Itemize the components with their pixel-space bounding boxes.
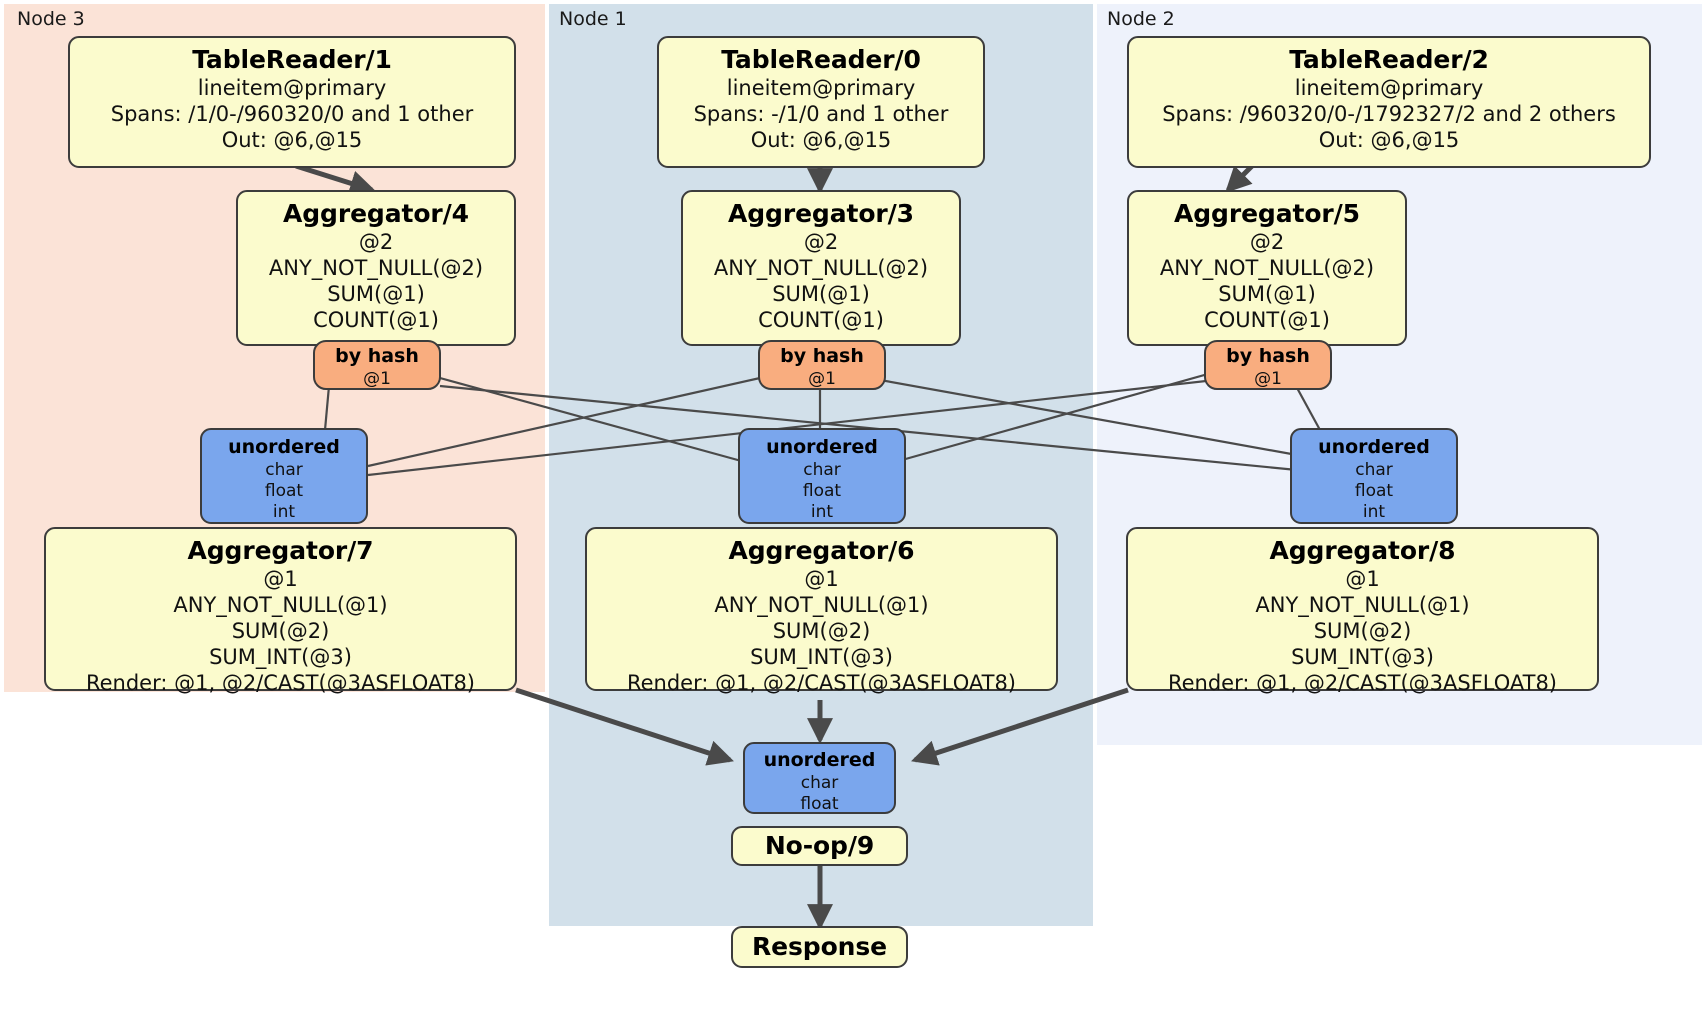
router-detail-line: float: [800, 793, 839, 814]
processor-detail-line: SUM(@1): [1218, 282, 1316, 307]
router-detail-line: @1: [363, 368, 391, 389]
router-detail-line: @1: [1254, 368, 1282, 389]
processor-detail-line: Render: @1, @2/CAST(@3ASFLOAT8): [85, 671, 476, 696]
node-panel-label-node2: Node 2: [1107, 8, 1175, 30]
router-unordered-7[interactable]: unordered char float int: [200, 428, 368, 524]
router-detail-line: float: [1354, 480, 1394, 501]
processor-table-reader-0[interactable]: TableReader/0 lineitem@primary Spans: -/…: [657, 36, 985, 168]
processor-title: No-op/9: [764, 831, 875, 860]
processor-detail-line: COUNT(@1): [313, 308, 439, 333]
processor-detail-line: Render: @1, @2/CAST(@3ASFLOAT8): [1167, 671, 1558, 696]
processor-detail-line: Spans: /1/0-/960320/0 and 1 other: [110, 102, 474, 127]
processor-detail-line: @1: [263, 567, 298, 591]
router-detail-line: float: [264, 480, 304, 501]
router-by-hash-5[interactable]: by hash @1: [1204, 340, 1332, 390]
router-title: by hash: [335, 345, 419, 367]
router-detail-line: char: [800, 772, 839, 793]
router-detail-line: float: [802, 480, 842, 501]
processor-detail-line: Spans: /960320/0-/1792327/2 and 2 others: [1162, 102, 1616, 127]
router-unordered-6[interactable]: unordered char float int: [738, 428, 906, 524]
router-unordered-8[interactable]: unordered char float int: [1290, 428, 1458, 524]
processor-detail-line: lineitem@primary: [726, 76, 916, 100]
processor-detail-line: @2: [803, 230, 839, 254]
processor-aggregator-7[interactable]: Aggregator/7 @1 ANY_NOT_NULL(@1) SUM(@2)…: [44, 527, 517, 695]
processor-title: Aggregator/7: [187, 536, 374, 565]
processor-aggregator-4[interactable]: Aggregator/4 @2 ANY_NOT_NULL(@2) SUM(@1)…: [236, 190, 516, 346]
processor-detail-line: @1: [804, 567, 839, 591]
processor-title: TableReader/0: [721, 45, 921, 74]
processor-detail-line: @1: [1345, 567, 1380, 591]
processor-aggregator-6[interactable]: Aggregator/6 @1 ANY_NOT_NULL(@1) SUM(@2)…: [585, 527, 1058, 695]
processor-detail-line: SUM_INT(@3): [750, 645, 893, 670]
router-unordered-final[interactable]: unordered char float: [743, 742, 896, 814]
processor-detail-line: ANY_NOT_NULL(@1): [714, 593, 929, 618]
processor-title: Aggregator/3: [728, 199, 914, 228]
processor-title: TableReader/1: [192, 45, 392, 74]
processor-detail-line: Out: @6,@15: [221, 128, 363, 153]
processor-noop-9[interactable]: No-op/9: [731, 826, 908, 866]
router-title: unordered: [228, 436, 340, 458]
processor-detail-line: Render: @1, @2/CAST(@3ASFLOAT8): [626, 671, 1017, 696]
processor-title: Aggregator/6: [728, 536, 915, 565]
processor-detail-line: ANY_NOT_NULL(@1): [1255, 593, 1470, 618]
router-detail-line: int: [272, 501, 296, 522]
router-detail-line: char: [1355, 459, 1393, 480]
router-title: unordered: [763, 749, 876, 771]
processor-title: Aggregator/4: [283, 199, 469, 228]
router-title: by hash: [780, 345, 864, 367]
router-detail-line: int: [810, 501, 834, 522]
processor-detail-line: COUNT(@1): [1204, 308, 1330, 333]
processor-detail-line: ANY_NOT_NULL(@2): [713, 256, 929, 281]
processor-detail-line: SUM(@1): [772, 282, 870, 307]
processor-aggregator-5[interactable]: Aggregator/5 @2 ANY_NOT_NULL(@2) SUM(@1)…: [1127, 190, 1407, 346]
router-title: unordered: [1318, 436, 1430, 458]
processor-title: Aggregator/8: [1269, 536, 1456, 565]
processor-detail-line: lineitem@primary: [1294, 76, 1484, 100]
router-title: unordered: [766, 436, 878, 458]
processor-detail-line: Spans: -/1/0 and 1 other: [693, 102, 949, 127]
processor-title: Aggregator/5: [1174, 199, 1360, 228]
processor-title: Response: [752, 932, 887, 961]
processor-detail-line: SUM(@2): [1313, 619, 1412, 644]
processor-detail-line: SUM_INT(@3): [209, 645, 352, 670]
router-title: by hash: [1226, 345, 1310, 367]
processor-detail-line: @2: [1249, 230, 1285, 254]
router-by-hash-3[interactable]: by hash @1: [758, 340, 886, 390]
router-detail-line: int: [1362, 501, 1386, 522]
processor-detail-line: @2: [358, 230, 394, 254]
router-by-hash-4[interactable]: by hash @1: [313, 340, 441, 390]
processor-detail-line: Out: @6,@15: [1318, 128, 1460, 153]
processor-detail-line: ANY_NOT_NULL(@2): [268, 256, 484, 281]
processor-detail-line: SUM(@2): [772, 619, 871, 644]
router-detail-line: @1: [808, 368, 836, 389]
node-panel-label-node3: Node 3: [17, 8, 85, 30]
processor-detail-line: SUM_INT(@3): [1291, 645, 1434, 670]
processor-detail-line: ANY_NOT_NULL(@1): [173, 593, 388, 618]
processor-detail-line: Out: @6,@15: [750, 128, 892, 153]
processor-detail-line: ANY_NOT_NULL(@2): [1159, 256, 1375, 281]
processor-detail-line: COUNT(@1): [758, 308, 884, 333]
processor-detail-line: SUM(@2): [231, 619, 330, 644]
node-panel-label-node1: Node 1: [559, 8, 627, 30]
processor-detail-line: SUM(@1): [327, 282, 425, 307]
processor-aggregator-8[interactable]: Aggregator/8 @1 ANY_NOT_NULL(@1) SUM(@2)…: [1126, 527, 1599, 695]
processor-response[interactable]: Response: [731, 926, 908, 968]
processor-table-reader-2[interactable]: TableReader/2 lineitem@primary Spans: /9…: [1127, 36, 1651, 168]
processor-detail-line: lineitem@primary: [197, 76, 387, 100]
processor-aggregator-3[interactable]: Aggregator/3 @2 ANY_NOT_NULL(@2) SUM(@1)…: [681, 190, 961, 346]
processor-table-reader-1[interactable]: TableReader/1 lineitem@primary Spans: /1…: [68, 36, 516, 168]
processor-title: TableReader/2: [1289, 45, 1489, 74]
router-detail-line: char: [265, 459, 303, 480]
router-detail-line: char: [803, 459, 841, 480]
